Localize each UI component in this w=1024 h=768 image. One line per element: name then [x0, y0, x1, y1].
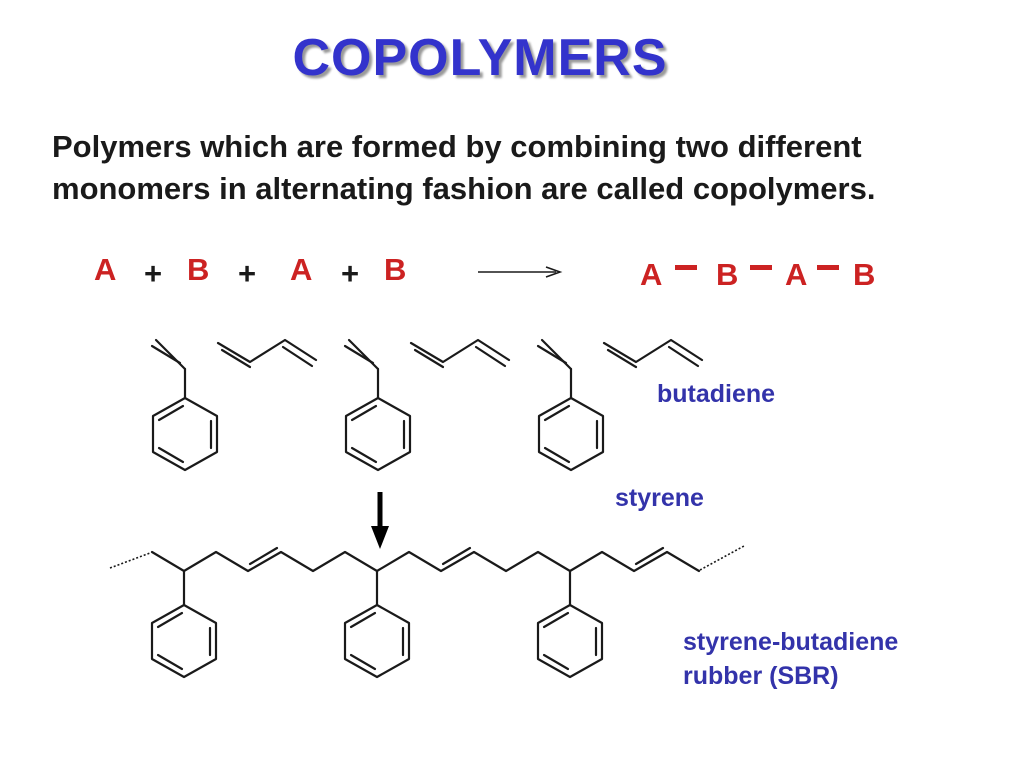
product-a-1: A: [640, 257, 663, 292]
styrene-molecule-3: [536, 338, 605, 472]
bond-dash-1: [675, 265, 697, 270]
plus-sign-2: +: [238, 256, 257, 291]
product-b-1: B: [716, 257, 739, 292]
label-sbr-line-2: rubber (SBR): [683, 662, 839, 690]
butadiene-molecule-2: [409, 338, 511, 369]
sbr-polymer-chain: [150, 546, 701, 679]
label-sbr: styrene-butadiene rubber (SBR): [683, 625, 898, 693]
plus-sign-3: +: [341, 256, 360, 291]
definition-line-2: monomers in alternating fashion are call…: [52, 171, 876, 206]
butadiene-molecule-3: [602, 338, 704, 369]
bond-dash-2: [750, 265, 772, 270]
product-b-2: B: [853, 257, 876, 292]
product-bonds: [675, 265, 839, 270]
label-butadiene: butadiene: [657, 380, 776, 408]
chain-end-right: [699, 545, 745, 571]
chain-end-left: [109, 552, 151, 569]
reactant-a-1: A: [94, 252, 117, 287]
styrene-molecule-2: [343, 338, 412, 472]
label-styrene: styrene: [615, 484, 704, 512]
page-title: COPOLYMERS: [292, 29, 668, 87]
reactant-b-2: B: [384, 252, 407, 287]
reaction-arrow-icon: [478, 266, 563, 278]
reactant-b-1: B: [187, 252, 210, 287]
styrene-molecule-1: [150, 338, 219, 472]
butadiene-molecule-1: [216, 338, 318, 369]
product-a-2: A: [785, 257, 808, 292]
reactant-a-2: A: [290, 252, 313, 287]
definition-line-1: Polymers which are formed by combining t…: [52, 129, 862, 164]
definition-text: Polymers which are formed by combining t…: [52, 126, 992, 210]
label-sbr-line-1: styrene-butadiene: [683, 628, 899, 656]
bond-dash-3: [817, 265, 839, 270]
plus-sign-1: +: [144, 256, 163, 291]
polymerization-arrow-icon: [371, 492, 389, 549]
